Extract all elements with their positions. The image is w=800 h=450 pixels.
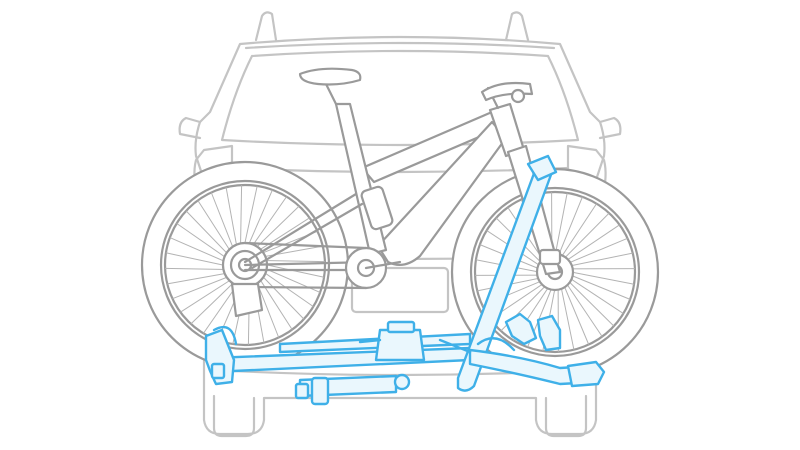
- crank-arm: [364, 260, 402, 270]
- wheel-spoke: [562, 271, 631, 300]
- brake-lever: [510, 88, 526, 104]
- hitch-pin-knob: [310, 376, 330, 406]
- wheel-spoke: [558, 278, 575, 350]
- wheel-spoke: [561, 252, 633, 269]
- mountain-bike: [140, 67, 660, 377]
- seat-post: [324, 82, 338, 106]
- arm-upper-cap: [526, 154, 558, 182]
- roof-rail-left: [254, 11, 278, 42]
- rear-tire-right: [544, 394, 588, 438]
- wheel-spoke: [560, 277, 590, 345]
- rear-shock: [360, 185, 394, 231]
- strap-buckle: [210, 362, 226, 380]
- down-tube: [376, 120, 508, 267]
- hitch-lock: [294, 382, 310, 400]
- mount-plate: [386, 320, 416, 334]
- wheel-spoke: [562, 273, 624, 315]
- wheel-spoke: [559, 224, 620, 266]
- chain: [243, 241, 368, 290]
- license-plate-area: [350, 266, 450, 314]
- tray-support: [476, 337, 516, 352]
- tray-bracket: [358, 338, 472, 354]
- rear-tire-left: [212, 394, 256, 438]
- wheel-spoke: [557, 212, 610, 265]
- mirror-left: [178, 116, 202, 140]
- wheel-spoke: [477, 275, 549, 292]
- saddle: [298, 67, 362, 86]
- roof-rail-right: [504, 11, 530, 42]
- handlebar: [480, 81, 534, 102]
- tray-end-cap: [566, 360, 606, 388]
- hitch-bolt: [393, 373, 411, 391]
- hitch-bike-rack: [204, 154, 606, 406]
- mirror-right: [598, 116, 622, 140]
- wheel-spoke: [561, 276, 603, 337]
- wheel-spoke: [562, 269, 635, 285]
- rear-wheel-strap: [212, 325, 238, 346]
- rear-derailleur: [230, 282, 264, 318]
- seat-stay: [243, 192, 358, 264]
- wheel-spoke: [560, 237, 628, 267]
- center-mount: [374, 328, 426, 362]
- spoiler-line: [244, 41, 556, 50]
- wheel-spoke: [556, 203, 598, 265]
- brake-caliper: [538, 248, 562, 266]
- wheel-spoke: [562, 274, 615, 327]
- seat-stay-2: [250, 202, 364, 270]
- wheel-hook-ratchet: [504, 312, 538, 346]
- ratchet-clamp: [536, 314, 562, 352]
- rear-window: [220, 49, 580, 147]
- front-wheel-arm: [456, 166, 554, 392]
